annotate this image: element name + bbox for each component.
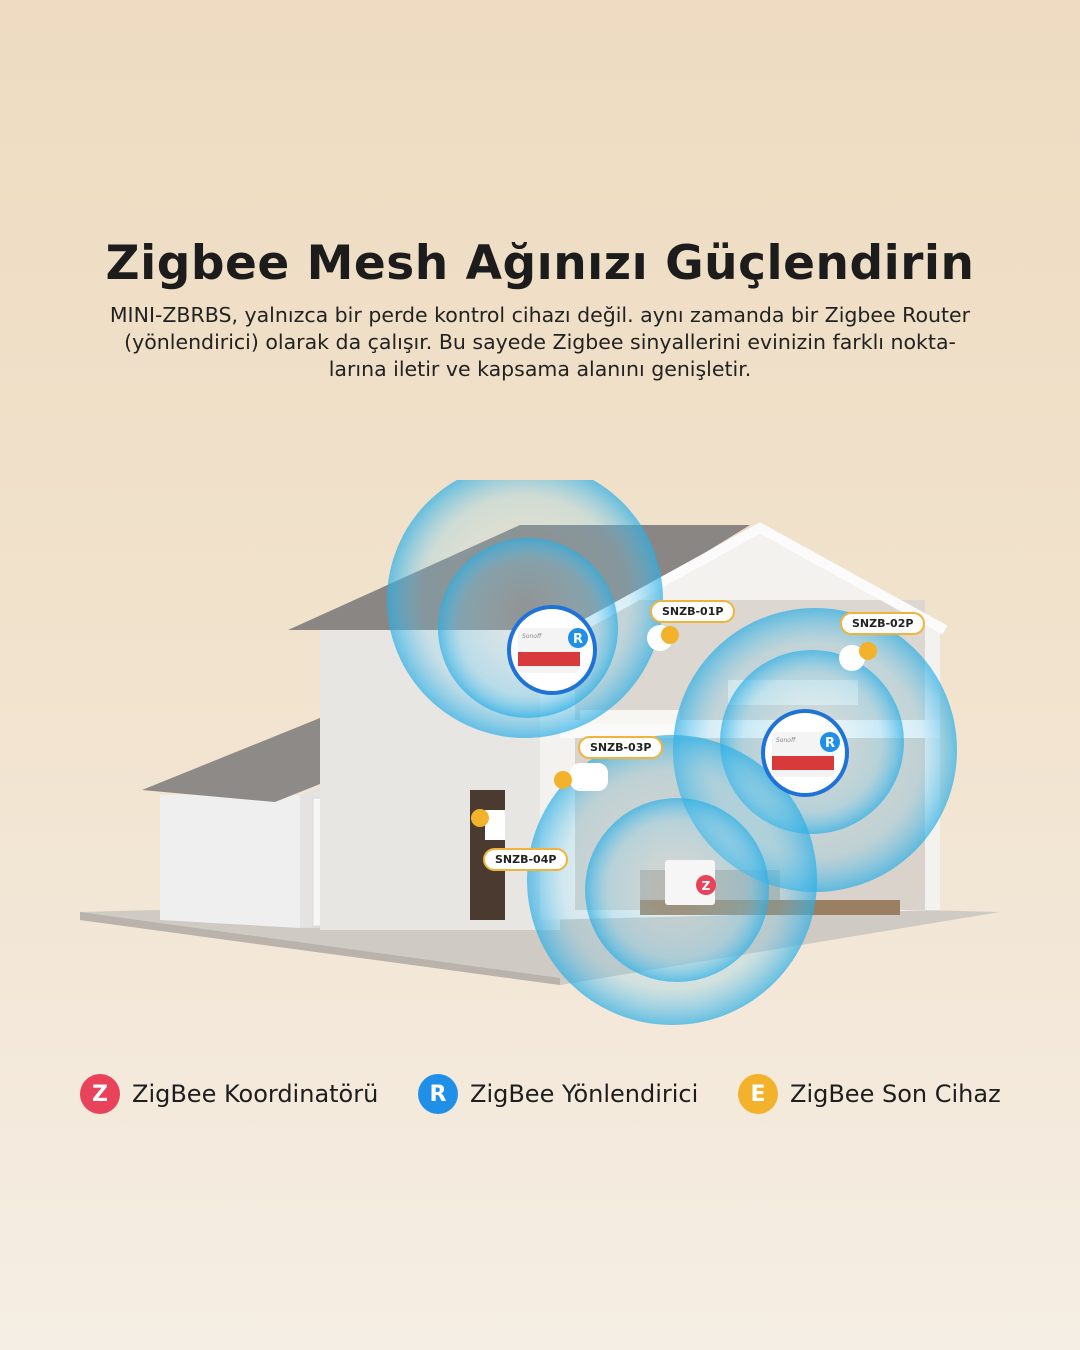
legend-label: ZigBee Koordinatörü <box>132 1080 379 1108</box>
legend-label: ZigBee Son Cihaz <box>790 1080 1001 1108</box>
coordinator-badge: Z <box>702 879 711 893</box>
router-badge: R <box>825 736 835 751</box>
router-device-lower: Sonoff R <box>761 709 849 797</box>
house-illustration: Sonoff R Sonoff R Z SNZB-01P SNZB-02P SN… <box>0 462 1080 1040</box>
subtitle-line: (yönlendirici) olarak da çalışır. Bu say… <box>124 330 956 354</box>
device-brand-label: Sonoff <box>776 737 796 744</box>
router-device-upper: Sonoff R <box>507 605 597 695</box>
zigbee-coordinator-icon: Z <box>80 1074 120 1114</box>
device-brand-label: Sonoff <box>522 633 542 640</box>
garage <box>160 795 300 928</box>
device-label-snzb-04p: SNZB-04P <box>483 848 569 871</box>
zigbee-end-device-icon: E <box>738 1074 778 1114</box>
page-title: Zigbee Mesh Ağınızı Güçlendirin <box>105 236 975 291</box>
legend-item-coordinator: Z ZigBee Koordinatörü <box>80 1074 378 1114</box>
legend-label: ZigBee Yönlendirici <box>470 1080 699 1108</box>
page-subtitle: MINI-ZBRBS, yalnızca bir perde kontrol c… <box>60 302 1020 383</box>
device-label-snzb-02p: SNZB-02P <box>840 612 926 635</box>
zigbee-router-icon: R <box>418 1074 458 1114</box>
coordinator-device: Z <box>665 860 716 905</box>
subtitle-line: larına iletir ve kapsama alanını genişle… <box>328 357 752 381</box>
device-label-snzb-01p: SNZB-01P <box>650 600 736 623</box>
legend-item-router: R ZigBee Yönlendirici <box>418 1074 698 1114</box>
device-label-snzb-03p: SNZB-03P <box>578 736 664 759</box>
subtitle-line: MINI-ZBRBS, yalnızca bir perde kontrol c… <box>109 303 971 327</box>
legend-item-end-device: E ZigBee Son Cihaz <box>738 1074 1001 1114</box>
router-badge: R <box>573 632 583 647</box>
end-device-badges <box>471 625 877 840</box>
house-svg: Sonoff R Sonoff R Z <box>80 462 1000 1025</box>
legend: Z ZigBee Koordinatörü R ZigBee Yönlendir… <box>0 1074 1080 1118</box>
